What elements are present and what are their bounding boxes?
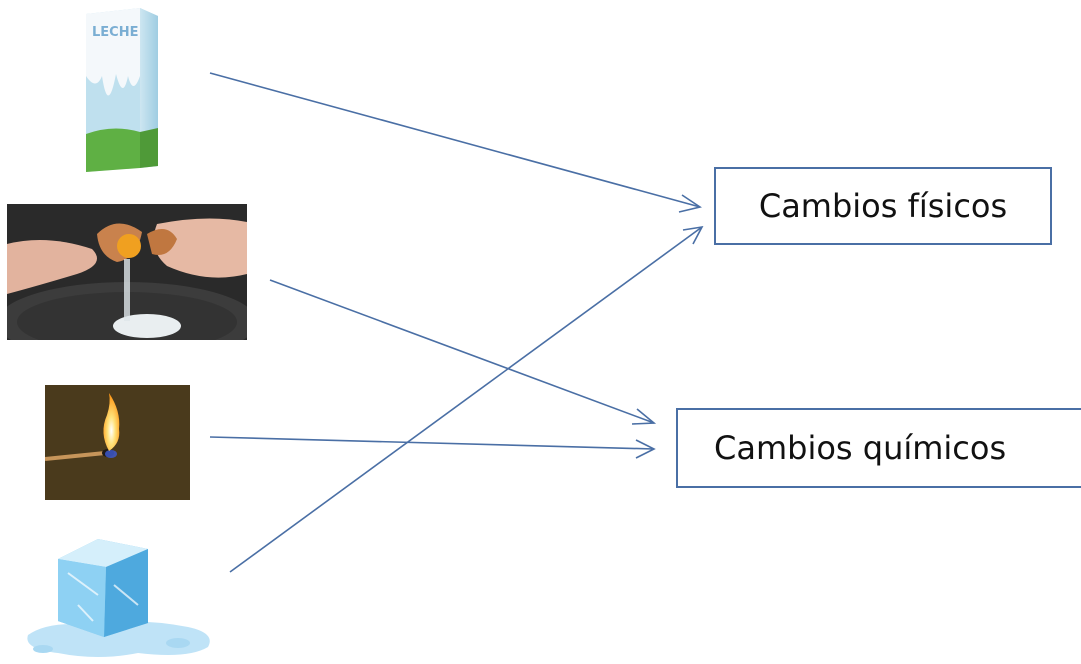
arrow-ice-to-physical xyxy=(229,225,704,573)
physical-changes-box: Cambios físicos xyxy=(714,167,1052,245)
arrow-egg-to-chemical xyxy=(269,279,657,425)
chemical-changes-label: Cambios químicos xyxy=(714,429,1007,467)
egg-cracking-image xyxy=(7,204,247,340)
arrow-milk-to-physical xyxy=(209,72,702,213)
milk-carton-image: LECHE xyxy=(78,6,164,174)
physical-changes-label: Cambios físicos xyxy=(758,187,1008,225)
arrow-match-to-chemical xyxy=(209,436,656,459)
milk-brand-text: LECHE xyxy=(92,25,138,40)
burning-match-image xyxy=(45,385,190,500)
melting-ice-cube-image xyxy=(18,525,223,664)
chemical-changes-box: Cambios químicos xyxy=(676,408,1081,488)
